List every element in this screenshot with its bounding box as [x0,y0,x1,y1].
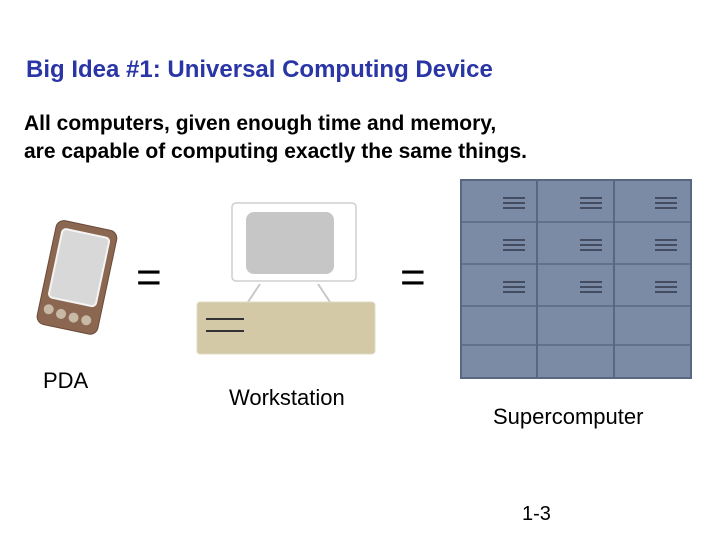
workstation-label: Workstation [229,385,345,410]
pda-icon [36,220,118,335]
pda-label: PDA [43,368,89,393]
supercomputer-icon [460,179,692,379]
equals-sign-2: = [400,253,426,302]
body-line-2: are capable of computing exactly the sam… [24,140,527,163]
equals-sign-1: = [136,253,162,302]
slide-body-text: All computers, given enough time and mem… [24,110,527,166]
workstation-icon [196,202,376,355]
supercomputer-label: Supercomputer [493,404,644,429]
page-number: 1-3 [522,503,551,525]
body-line-1: All computers, given enough time and mem… [24,112,497,135]
slide-title: Big Idea #1: Universal Computing Device [26,56,493,83]
